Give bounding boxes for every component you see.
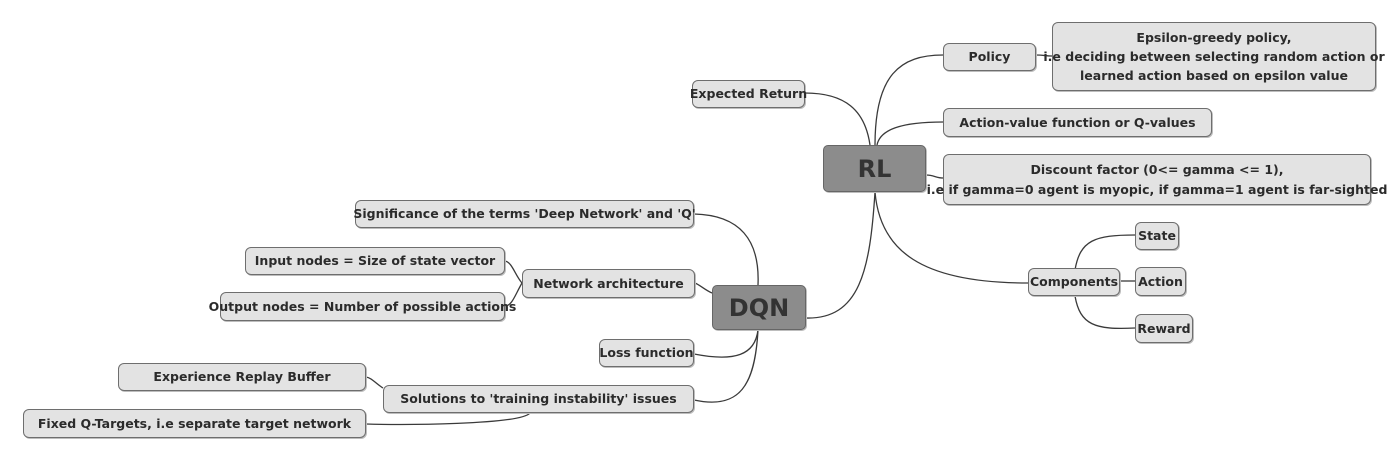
link-dqn-rl [804,191,876,319]
link-rl-policy [874,54,944,146]
link-dqn-loss [693,329,759,358]
link-dqn-significance [693,213,759,286]
node-policy-label: Policy [968,49,1011,64]
node-input-nodes-label: Input nodes = Size of state vector [254,253,496,268]
link-dqn-network [694,282,713,294]
node-expected-return[interactable]: Expected Return [689,80,808,108]
node-state[interactable]: State [1135,222,1179,250]
node-components-label: Components [1030,274,1119,289]
node-expected-return-label: Expected Return [689,86,808,101]
policy-detail-line-1: Epsilon-greedy policy, [1136,30,1292,45]
link-rl-discount [925,174,944,179]
link-solutions-replay [365,376,384,389]
node-action[interactable]: Action [1135,267,1186,296]
node-output-nodes[interactable]: Output nodes = Number of possible action… [209,292,516,321]
link-network-output [504,282,523,307]
node-policy-detail[interactable]: Epsilon-greedy policy, i.e deciding betw… [1043,22,1385,91]
node-significance[interactable]: Significance of the terms 'Deep Network'… [353,200,696,228]
node-action-label: Action [1138,273,1183,289]
discount-line-1: Discount factor (0<= gamma <= 1), [1030,161,1284,177]
node-solutions-label: Solutions to 'training instability' issu… [400,391,677,406]
link-rl-components [874,191,1029,284]
policy-detail-line-2: i.e deciding between selecting random ac… [1043,49,1385,64]
node-discount-factor[interactable]: Discount factor (0<= gamma <= 1), i.e if… [927,154,1387,205]
central-node-dqn-label: DQN [728,293,790,322]
node-loss-function-label: Loss function [599,345,694,360]
link-rl-expected-return [804,92,871,146]
node-action-value-label: Action-value function or Q-values [959,114,1196,130]
central-node-rl[interactable]: RL [823,145,926,192]
link-components-state [1074,234,1136,271]
node-loss-function[interactable]: Loss function [599,339,694,367]
node-significance-label: Significance of the terms 'Deep Network'… [353,206,696,221]
node-network-architecture[interactable]: Network architecture [522,269,695,298]
node-experience-replay-label: Experience Replay Buffer [153,369,331,384]
link-components-reward [1074,295,1136,330]
node-experience-replay[interactable]: Experience Replay Buffer [118,363,366,391]
link-network-input [504,260,523,284]
node-action-value[interactable]: Action-value function or Q-values [943,108,1212,137]
policy-detail-line-3: learned action based on epsilon value [1080,68,1348,83]
node-state-label: State [1138,228,1176,243]
node-policy[interactable]: Policy [943,43,1036,71]
node-solutions[interactable]: Solutions to 'training instability' issu… [383,385,694,413]
link-policy-detail [1035,54,1053,57]
central-node-rl-label: RL [857,154,892,183]
node-fixed-q-targets-label: Fixed Q-Targets, i.e separate target net… [37,415,352,431]
link-dqn-solutions [693,329,759,403]
node-fixed-q-targets[interactable]: Fixed Q-Targets, i.e separate target net… [23,409,366,438]
node-components[interactable]: Components [1028,268,1120,296]
node-network-architecture-label: Network architecture [533,275,684,291]
discount-line-2: i.e if gamma=0 agent is myopic, if gamma… [926,181,1388,197]
node-reward-label: Reward [1137,320,1191,336]
node-input-nodes[interactable]: Input nodes = Size of state vector [245,247,505,275]
link-solutions-fixed [365,412,531,426]
central-node-dqn[interactable]: DQN [712,285,806,330]
node-reward[interactable]: Reward [1135,314,1193,343]
link-rl-action-value [876,121,944,146]
node-output-nodes-label: Output nodes = Number of possible action… [208,298,517,314]
